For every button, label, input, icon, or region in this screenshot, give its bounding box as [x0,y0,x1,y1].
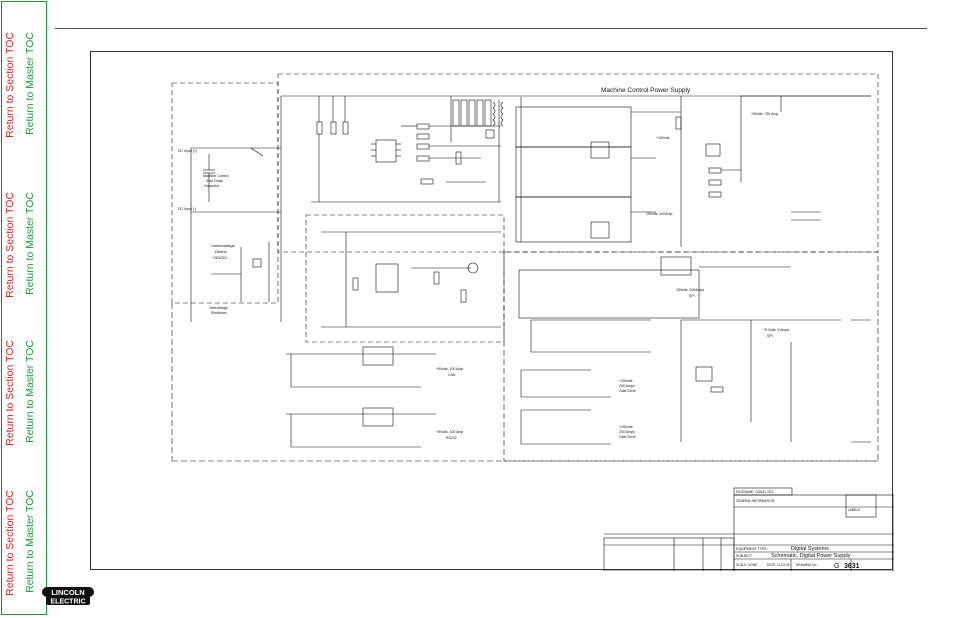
out-15v-100-label: 15Volts, 100Amp [646,212,673,216]
labels-heading: LABELS [848,508,860,512]
controller-ic-2 [375,263,399,293]
logo-lincoln-text: LINCOLN [51,588,84,597]
out-15v-spi-label-2: SPI [689,294,695,298]
return-to-master-toc-link-4[interactable]: Return to Master TOC [24,490,36,593]
out-5v-spi-label-1: +5 Volts, 5 Amps [763,328,789,332]
gate-drive-1-label-2: 200 Amps [619,384,635,388]
rs232-regulator [362,407,394,427]
can-regulator [362,346,394,366]
scale-label: SCALE: NONE [736,563,757,567]
regulator-ic-1 [590,141,610,159]
return-to-section-toc-link-1[interactable]: Return to Section TOC [4,32,16,138]
out-15v-spi-label-1: 15Volts, 200Amps [676,288,704,292]
out-15v-label: +15Volts [656,136,670,140]
dc-input-neg-label: DC Input (-) [178,207,196,211]
subject-label: SUBJECT: [736,554,753,558]
controller-ic-1 [375,139,397,163]
return-to-section-toc-link-3[interactable]: Return to Section TOC [4,340,16,446]
equipment-type-label: EQUIPMENT TYPE: [736,547,768,551]
toc-sidebar: Return to Section TOC Return to Master T… [0,0,47,618]
out-5v-spi-label-2: SPI [767,334,773,338]
spi-regulator [660,256,692,276]
gate-drive-2-label-3: Gate Drive [619,435,636,439]
undervoltage-label-1: Undervoltage [211,243,236,248]
schematic-drawing: Machine Control Power Supply DC Input (+… [171,73,895,572]
spi-zone [503,251,879,462]
machine-control-zone [277,73,879,253]
title-block [733,494,895,572]
date-label: DATE: 11-03-99 [767,563,790,567]
return-to-section-toc-link-4[interactable]: Return to Section TOC [4,490,16,596]
out-5v-rs232-label-1: +5Volts, 100 Amp [436,430,463,434]
undervoltage-label-2: Detect [215,249,227,254]
input-zone [171,82,279,304]
out-5v-can-label-2: CAN [448,373,456,377]
drawing-no-label: DRAWING No.: [796,563,818,567]
lincoln-electric-logo: LINCOLN ELECTRIC [42,587,94,606]
regulator-ic-2 [590,221,610,239]
shutdown-cap-label-3: Capacitor [204,184,220,188]
general-info-heading: GENERAL INFORMATION [736,499,775,503]
out-5v-can-label-1: +5Volts, 100 Amp [436,367,463,371]
header-rule [55,28,927,29]
equipment-type-value: Digital Systems [791,546,829,552]
gate-drive-2-label-1: +15Volts [619,425,633,429]
schematic-sheet: Machine Control Power Supply DC Input (+… [90,51,895,572]
gate-drive-1-label-1: +15Volts [619,379,633,383]
overvoltage-label-1: Overvoltage [209,306,228,310]
logo-electric-text: ELECTRIC [51,599,86,606]
drawing-prefix: G [834,563,839,570]
overvoltage-label-2: Shutdown [211,311,227,315]
return-to-master-toc-link-2[interactable]: Return to Master TOC [24,192,36,295]
gate-drive-2-label-2: 200 Amps [619,430,635,434]
out-5v-750-label: +5Volts, 750 Amp [751,112,778,116]
return-to-master-toc-link-1[interactable]: Return to Master TOC [24,32,36,135]
drawing-number: 3631 [844,563,860,570]
shutdown-cap-label-2: Shut Down [206,179,223,183]
return-to-section-toc-link-2[interactable]: Return to Section TOC [4,192,16,298]
sidebar-frame [1,1,47,615]
filename-label: FILENAME: G3631-2D2 [736,490,774,494]
machine-control-title: Machine Control Power Supply [601,87,691,94]
return-to-master-toc-link-3[interactable]: Return to Master TOC [24,340,36,443]
dc-input-pos-label: DC Input (+) [178,149,197,153]
subject-value: Schematic, Digital Power Supply [771,553,851,559]
overvoltage-zone [305,214,505,343]
undervoltage-label-3: +30VDC [212,255,227,260]
shutdown-cap-label-1: Machine Control [203,174,229,178]
out-5v-rs232-label-2: RS232 [446,436,457,440]
gate-drive-1-label-3: Gate Drive [619,389,636,393]
